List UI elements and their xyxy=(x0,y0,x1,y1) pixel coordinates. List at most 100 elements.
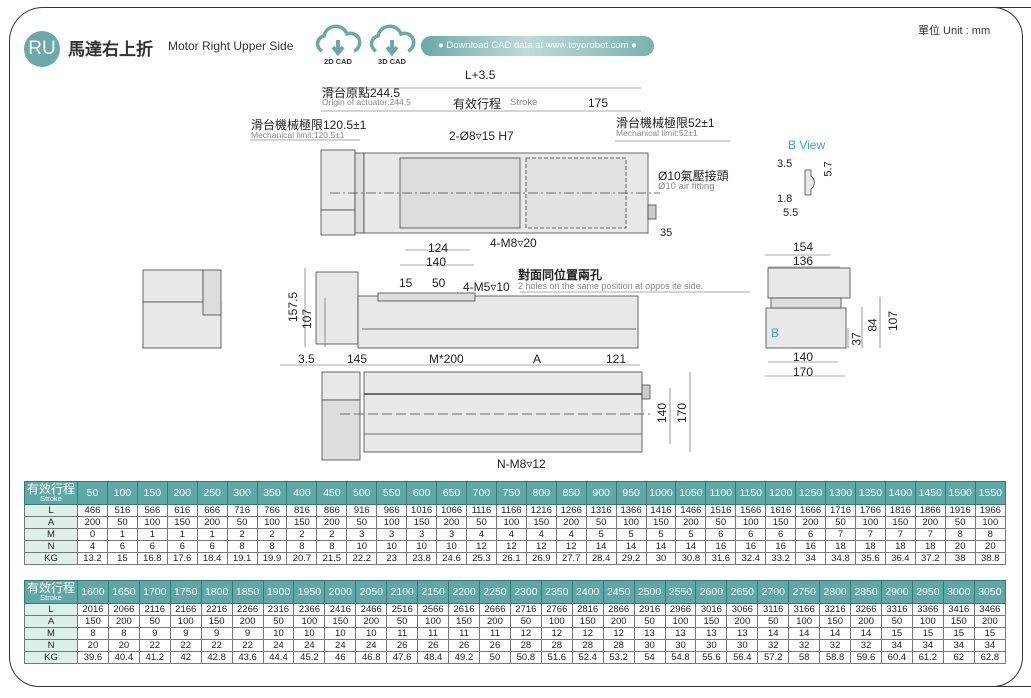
table-cell: 34 xyxy=(911,639,944,652)
table-cell: 14 xyxy=(757,627,790,640)
table-cell: 27.7 xyxy=(555,552,587,565)
table-cell: 19.1 xyxy=(226,552,258,565)
table-cell: 200 xyxy=(478,615,511,628)
table-cell: 150 xyxy=(324,615,357,628)
stroke-value: 1800 xyxy=(200,580,233,604)
table-cell: 6 xyxy=(705,528,737,541)
table-cell: 58.8 xyxy=(819,651,852,664)
cad-3d-button[interactable]: 3D CAD xyxy=(366,23,418,69)
dim-total: L+3.5 xyxy=(465,68,496,82)
b-view-shape xyxy=(804,169,815,196)
table-cell: 100 xyxy=(136,516,168,529)
table-cell: 46 xyxy=(324,651,357,664)
dim-35: 35 xyxy=(660,227,673,239)
table-cell: 150 xyxy=(286,516,318,529)
table-cell: 8 xyxy=(107,627,140,640)
stroke-value: 2350 xyxy=(540,580,573,604)
end-dim-107: 107 xyxy=(886,310,901,332)
table-cell: 3416 xyxy=(942,603,975,616)
table-cell: 10 xyxy=(293,627,326,640)
end-b-marker: B xyxy=(771,326,780,340)
end-dim-154: 154 xyxy=(793,240,814,254)
table-cell: 1 xyxy=(166,528,198,541)
table-cell: 40.4 xyxy=(107,651,140,664)
stroke-value: 2300 xyxy=(509,580,542,604)
dim-157-5: 157.5 xyxy=(286,291,301,323)
table-cell: 24 xyxy=(262,639,295,652)
table-cell: 61.2 xyxy=(911,651,944,664)
b-dim-3-5: 3.5 xyxy=(777,158,793,170)
dim-140-bottom: 140 xyxy=(655,402,670,424)
table-cell: 28 xyxy=(540,639,573,652)
table-cell: 3066 xyxy=(726,603,759,616)
table-cell: 18 xyxy=(884,540,916,553)
table-cell: 966 xyxy=(376,504,408,517)
table-cell: 50 xyxy=(262,615,295,628)
cad-2d-button[interactable]: 2D CAD xyxy=(312,23,364,69)
table-cell: 1 xyxy=(106,528,138,541)
table-cell: 12 xyxy=(540,627,573,640)
motor-body xyxy=(320,149,356,211)
table-cell: 9 xyxy=(138,627,171,640)
table-cell: 150 xyxy=(406,516,438,529)
table-cell: 5 xyxy=(675,528,707,541)
tap-callout-top: 4-M8▿20 xyxy=(490,236,537,250)
table-cell: 12 xyxy=(555,540,587,553)
table-cell: 1966 xyxy=(974,504,1007,517)
title-en: Motor Right Upper Side xyxy=(168,39,294,53)
table-cell: 25.3 xyxy=(465,552,497,565)
model-badge: RU xyxy=(24,31,60,67)
stroke-value: 2250 xyxy=(478,580,511,604)
table-cell: 3 xyxy=(376,528,408,541)
dim-175: 175 xyxy=(588,96,609,110)
side-body xyxy=(357,295,639,349)
table-cell: 2666 xyxy=(478,603,511,616)
table-cell: 23.8 xyxy=(406,552,438,565)
row-label: M xyxy=(24,627,78,640)
table-cell: 14 xyxy=(675,540,707,553)
table-cell: 28 xyxy=(509,639,542,652)
side-motor xyxy=(315,271,359,345)
table-cell: 2516 xyxy=(386,603,419,616)
air-fitting-en: Ø10 air fitting xyxy=(658,181,715,192)
table-cell: 16 xyxy=(735,540,767,553)
table-cell: 1666 xyxy=(795,504,827,517)
stroke-value: 1400 xyxy=(884,481,916,505)
table-cell: 1266 xyxy=(555,504,587,517)
stroke-header-zh: 有效行程 xyxy=(26,581,75,595)
table-cell: 14 xyxy=(819,627,852,640)
stroke-header-zh: 有效行程 xyxy=(26,482,75,496)
table-cell: 15 xyxy=(880,627,913,640)
stroke-value: 600 xyxy=(406,481,438,505)
table-cell: 50 xyxy=(138,615,171,628)
table-cell: 13 xyxy=(726,627,759,640)
stroke-value: 2600 xyxy=(695,580,728,604)
stroke-value: 2100 xyxy=(386,580,419,604)
table-cell: 12 xyxy=(509,627,542,640)
table-cell: 2 xyxy=(316,528,348,541)
stroke-value: 100 xyxy=(106,481,138,505)
download-cad-link[interactable]: ● Download CAD data at www.toyorobot.com… xyxy=(421,36,654,56)
end-dim-84: 84 xyxy=(865,318,880,332)
table-cell: 10 xyxy=(346,540,378,553)
table-cell: 34.8 xyxy=(825,552,856,565)
table-cell: 4 xyxy=(555,528,587,541)
table-cell: 100 xyxy=(495,516,527,529)
stroke-value: 3050 xyxy=(973,580,1007,604)
table-cell: 766 xyxy=(256,504,288,517)
table-cell: 50 xyxy=(944,516,976,529)
table-cell: 1116 xyxy=(465,504,497,517)
table-cell: 15 xyxy=(911,627,944,640)
table-cell: 41.2 xyxy=(138,651,171,664)
table-cell: 6 xyxy=(735,528,767,541)
table-cell: 16 xyxy=(795,540,827,553)
table-cell: 24 xyxy=(293,639,326,652)
table-cell: 1466 xyxy=(675,504,707,517)
table-cell: 1416 xyxy=(645,504,677,517)
table-cell: 6 xyxy=(196,540,228,553)
table-cell: 516 xyxy=(106,504,138,517)
table-cell: 1766 xyxy=(854,504,886,517)
table-cell: 50 xyxy=(633,615,666,628)
stroke-value: 650 xyxy=(436,481,467,505)
